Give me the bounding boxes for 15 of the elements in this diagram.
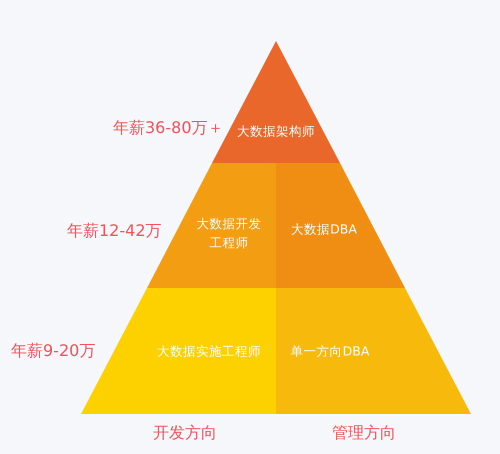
job-title: 大数据实施工程师 — [157, 342, 261, 360]
job-title: 大数据架构师 — [237, 122, 315, 140]
salary-label: 年薪36-80万＋ — [113, 118, 224, 138]
job-title: 大数据开发工程师 — [196, 215, 262, 252]
pyramid-segment — [147, 163, 276, 288]
pyramid-segment — [276, 288, 471, 414]
pyramid-segment — [81, 288, 276, 414]
pyramid-segment — [276, 163, 405, 288]
job-title: 大数据DBA — [291, 220, 357, 238]
column-label: 管理方向 — [332, 423, 396, 443]
salary-label: 年薪12-42万 — [67, 221, 162, 241]
job-title: 单一方向DBA — [290, 342, 370, 360]
column-label: 开发方向 — [153, 423, 217, 443]
salary-label: 年薪9-20万 — [11, 341, 96, 361]
pyramid-top — [212, 41, 340, 163]
